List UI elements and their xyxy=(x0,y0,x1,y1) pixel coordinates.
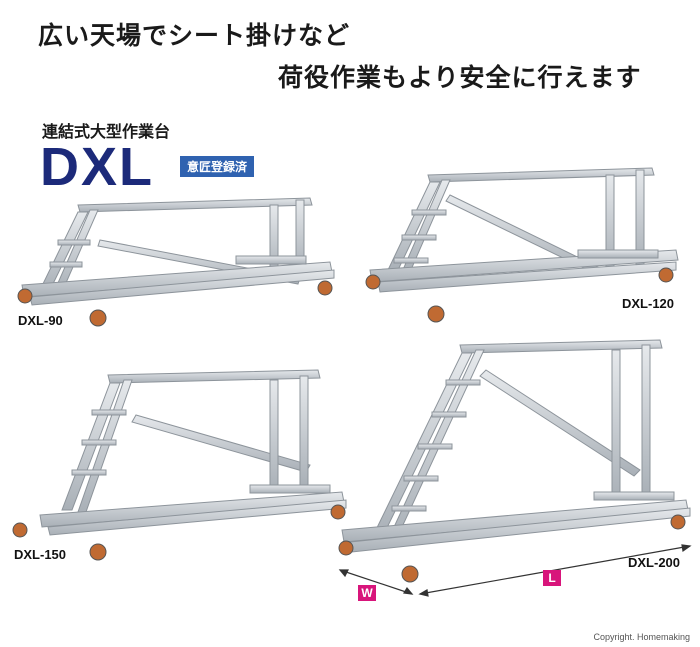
model-series-logo: DXL xyxy=(40,137,154,197)
model-label-dxl-120: DXL-120 xyxy=(622,296,675,311)
model-label-dxl-200: DXL-200 xyxy=(628,555,681,570)
dimension-arrow-icon xyxy=(338,544,692,597)
caster-wheel-icon xyxy=(12,504,346,561)
platform-dxl-150 xyxy=(39,369,347,536)
product-subtitle: 連結式大型作業台 xyxy=(42,122,171,141)
length-dimension-badge: L xyxy=(543,570,561,586)
caster-wheel-icon xyxy=(17,280,333,327)
copyright-text: Copyright. Homemaking xyxy=(593,632,690,642)
headline-line-2: 荷役作業もより安全に行えます xyxy=(278,63,642,92)
caster-wheel-icon xyxy=(338,514,686,583)
model-label-dxl-90: DXL-90 xyxy=(18,313,63,328)
headline-line-1: 広い天場でシート掛けなど xyxy=(38,21,351,50)
platform-dxl-200 xyxy=(341,339,691,553)
design-registered-badge: 意匠登録済 xyxy=(180,156,255,177)
platform-dxl-120 xyxy=(369,167,679,293)
width-dimension-badge: W xyxy=(358,585,376,601)
caster-wheel-icon xyxy=(365,267,674,323)
model-label-dxl-150: DXL-150 xyxy=(14,547,67,562)
platform-dxl-90 xyxy=(21,197,335,306)
